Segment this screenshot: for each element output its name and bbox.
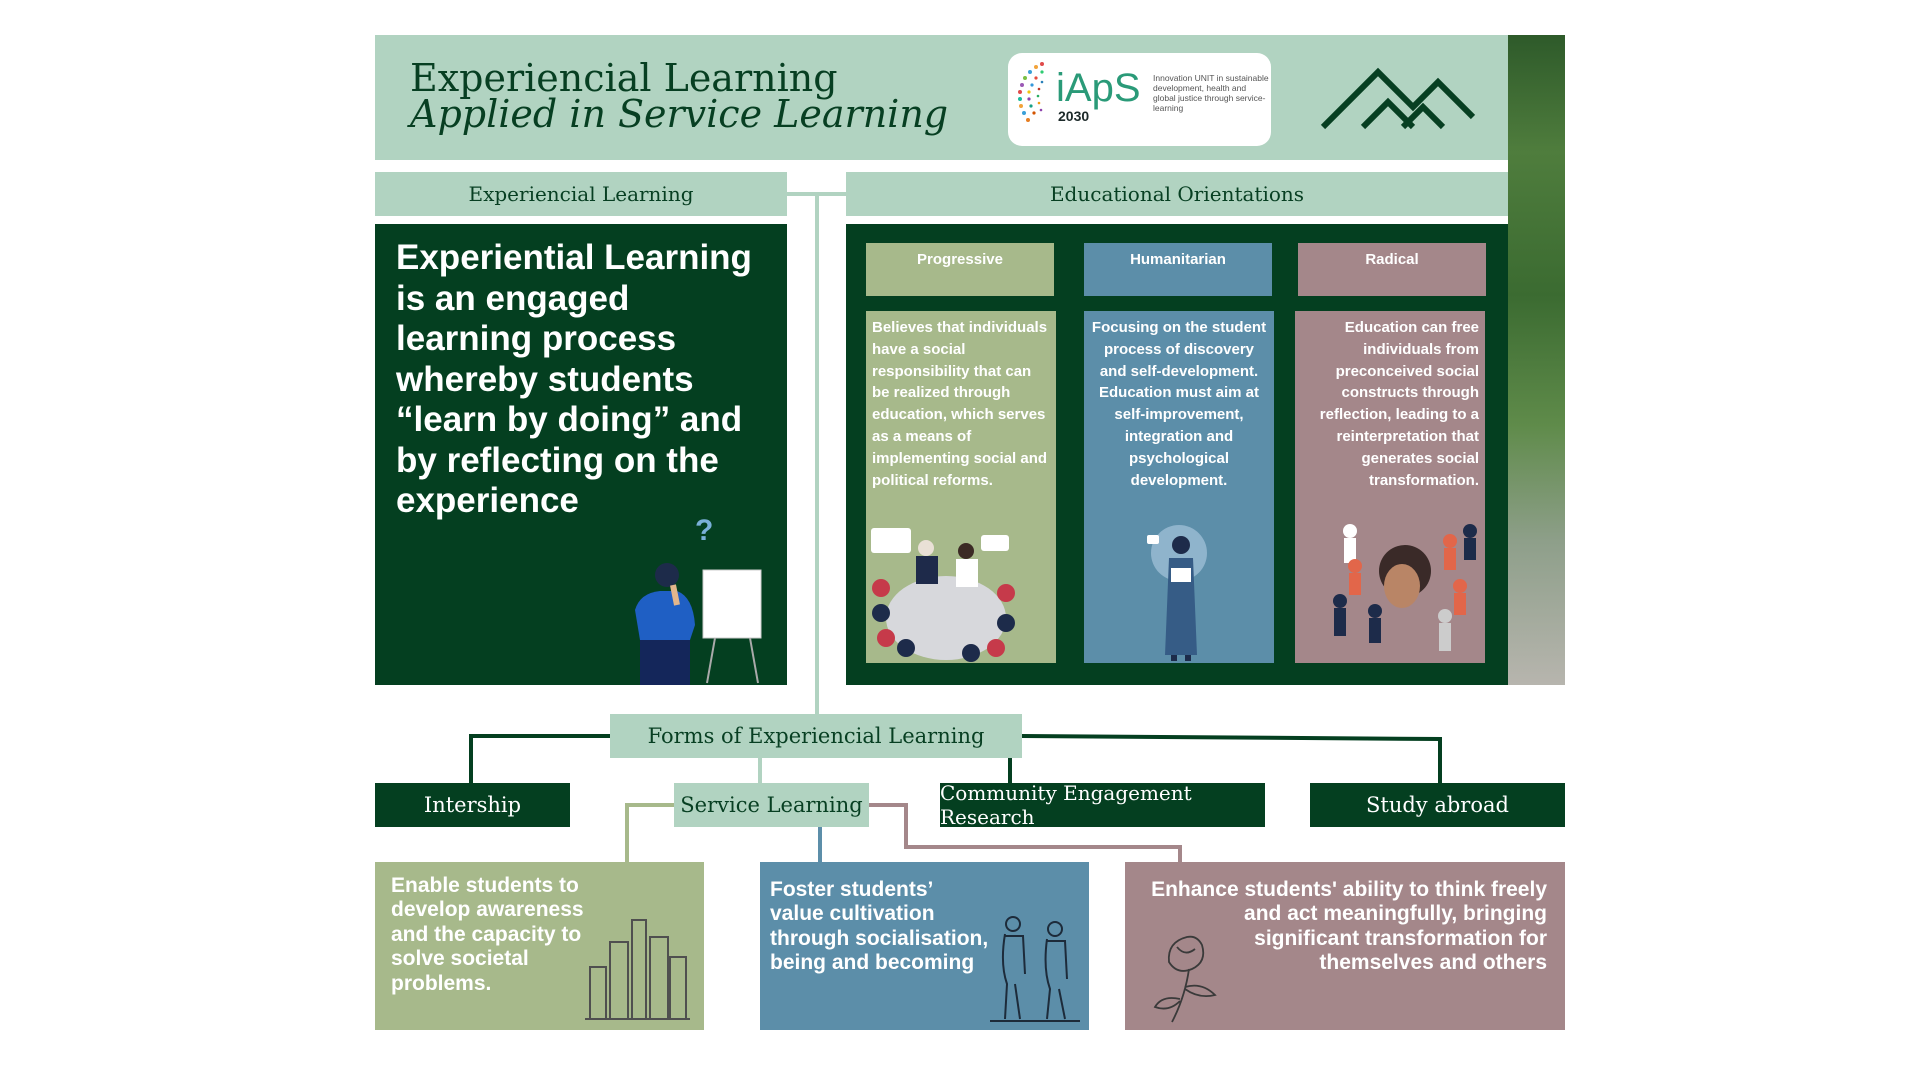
educational-orientations-heading: Educational Orientations (846, 172, 1508, 216)
title-line-2: Applied in Service Learning (410, 92, 949, 136)
study-abroad-tag: Study abroad (1310, 783, 1565, 827)
rose-flower-icon (1153, 935, 1217, 1023)
definition-text: Experiential Learning is an engaged lear… (396, 238, 752, 520)
crowd-protest-icon (1333, 524, 1477, 651)
radical-text: Education can free individuals from prec… (1319, 319, 1479, 489)
progressive-column: Believes that individuals have a social … (866, 311, 1056, 663)
internship-tag: Intership (375, 783, 570, 827)
goal-awareness-text: Enable students to develop awareness and… (391, 874, 584, 995)
city-skyline-icon (585, 919, 690, 1020)
thinking-person-icon: ? (635, 515, 762, 685)
goal-awareness-box: Enable students to develop awareness and… (375, 862, 704, 1030)
progressive-label: Progressive (866, 243, 1054, 296)
progressive-text: Believes that individuals have a social … (872, 319, 1048, 489)
humanitarian-column: Focusing on the student process of disco… (1084, 311, 1274, 663)
title-line-1: Experiencial Learning (410, 56, 838, 100)
goal-transformation-box: Enhance students' ability to think freel… (1125, 862, 1565, 1030)
humanitarian-label: Humanitarian (1084, 243, 1272, 296)
logo-tagline: Innovation UNIT in sustainable developme… (1153, 73, 1269, 113)
experiential-learning-heading: Experiencial Learning (375, 172, 787, 216)
mountain-icon (1320, 67, 1476, 130)
iaps-logo (1008, 53, 1271, 146)
header-banner (375, 35, 1508, 160)
walking-people-icon (990, 916, 1080, 1022)
meeting-table-icon (871, 528, 1015, 662)
dots-logo-icon (1018, 62, 1044, 122)
forest-photo (1508, 35, 1565, 685)
radical-label: Radical (1298, 243, 1486, 296)
community-engagement-research-tag: Community Engagement Research (940, 781, 1265, 829)
service-learning-tag: Service Learning (674, 783, 869, 827)
goal-transformation-text: Enhance students' ability to think freel… (1151, 878, 1547, 975)
radical-column: Education can free individuals from prec… (1295, 311, 1485, 663)
svg-text:?: ? (695, 515, 713, 547)
goal-values-box: Foster students’ value cultivation throu… (760, 862, 1089, 1030)
logo-name: iApS (1056, 66, 1141, 110)
logo-year: 2030 (1058, 108, 1090, 124)
goal-values-text: Foster students’ value cultivation throu… (770, 878, 989, 975)
humanitarian-text: Focusing on the student process of disco… (1091, 319, 1267, 489)
student-reading-icon (1147, 525, 1207, 661)
forms-heading: Forms of Experiencial Learning (610, 714, 1022, 758)
